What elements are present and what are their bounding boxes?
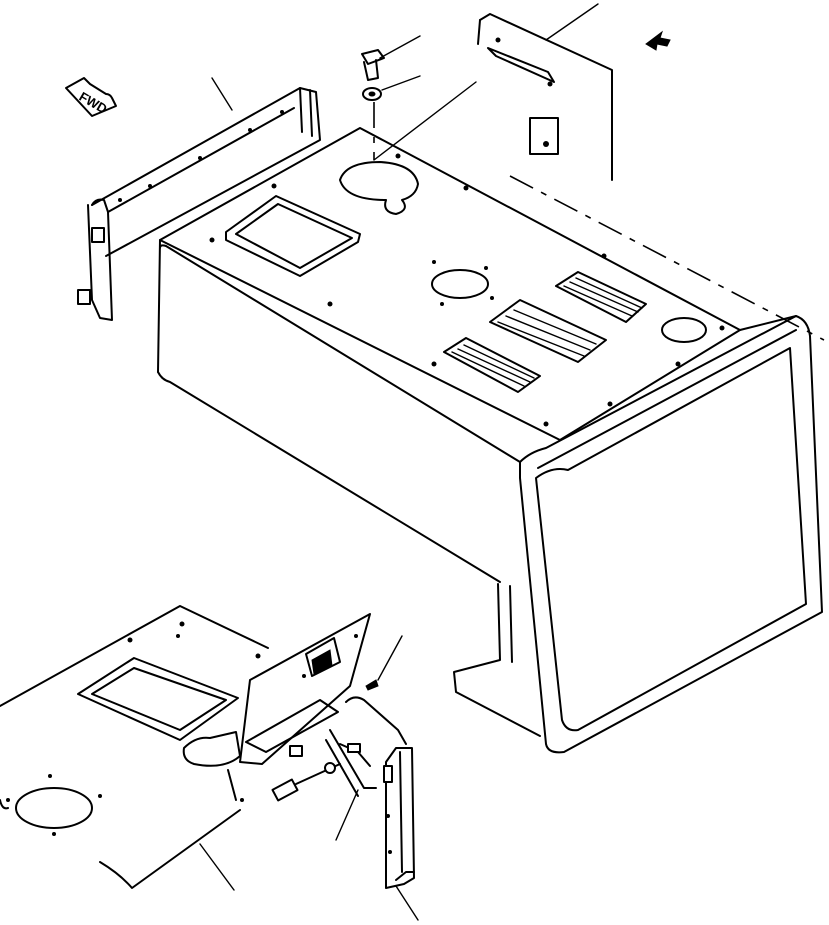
vent-grille-1: [443, 337, 541, 393]
side-bracket-left: [77, 87, 321, 321]
assembly-guide-lines: [373, 102, 825, 341]
mounting-bolt: [361, 49, 385, 81]
view-direction-arrow-icon: [645, 30, 671, 51]
fwd-arrow-icon: FWD: [65, 77, 117, 117]
rear-cover-panel: [477, 13, 613, 181]
leader-lines: [199, 3, 599, 921]
vent-grille-2: [489, 299, 607, 363]
operator-console-housing: [157, 127, 823, 754]
lock-washer: [362, 87, 382, 101]
vent-grille-3: [555, 271, 647, 323]
lower-panel-detail: [0, 605, 415, 889]
